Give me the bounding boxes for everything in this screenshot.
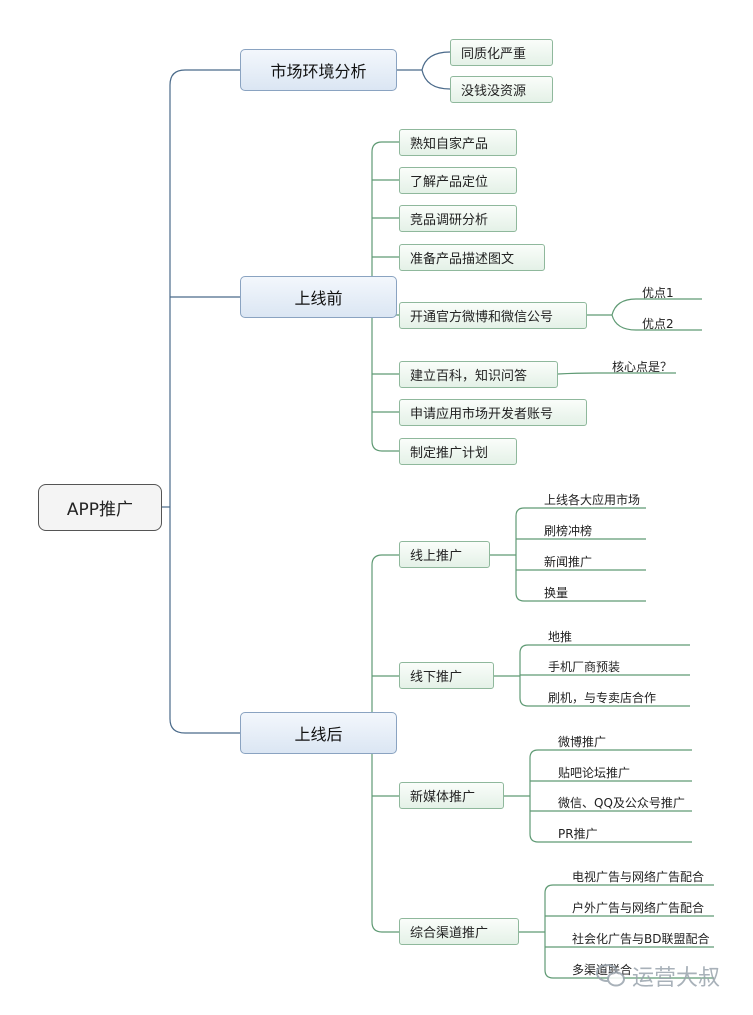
leaf-tieba-forum: 贴吧论坛推广 bbox=[558, 766, 631, 780]
topic-positioning: 了解产品定位 bbox=[399, 167, 517, 194]
pre-link bbox=[371, 141, 399, 153]
leaf-underline bbox=[544, 884, 714, 894]
leaf-pr: PR推广 bbox=[558, 827, 598, 841]
topic-new-media-promotion: 新媒体推广 bbox=[399, 782, 504, 809]
leaf-underline bbox=[529, 833, 692, 843]
root-node: APP推广 bbox=[38, 484, 162, 531]
branch-post-launch: 上线后 bbox=[240, 712, 397, 754]
pre-link bbox=[371, 440, 399, 452]
topic-homogeneity: 同质化严重 bbox=[450, 39, 553, 66]
note-advantage-2: 优点2 bbox=[642, 317, 674, 331]
post-link bbox=[371, 921, 399, 933]
leaf-ranking-boost: 刷榜冲榜 bbox=[544, 524, 593, 538]
branch-pre-launch: 上线前 bbox=[240, 276, 397, 318]
branch-market-analysis: 市场环境分析 bbox=[240, 49, 397, 91]
note-link-1 bbox=[611, 298, 702, 316]
topic-offline-promotion: 线下推广 bbox=[399, 662, 494, 689]
leaf-app-markets: 上线各大应用市场 bbox=[544, 493, 641, 507]
leaf-outdoor-web-ads: 户外广告与网络广告配合 bbox=[572, 901, 705, 915]
watermark: 运营大叔 bbox=[596, 960, 720, 992]
leaf-ground-promotion: 地推 bbox=[548, 630, 573, 644]
root-label: APP推广 bbox=[66, 500, 134, 520]
topic-official-accounts: 开通官方微博和微信公号 bbox=[399, 302, 587, 329]
post-link bbox=[371, 554, 399, 566]
trunk-market bbox=[169, 69, 240, 507]
leaf-weibo: 微博推广 bbox=[558, 735, 607, 749]
leaf-traffic-exchange: 换量 bbox=[544, 586, 569, 600]
topic-promotion-plan: 制定推广计划 bbox=[399, 438, 517, 465]
leaf-underline bbox=[515, 592, 646, 602]
topic-integrated-channels: 综合渠道推广 bbox=[399, 918, 519, 945]
leaf-tv-web-ads: 电视广告与网络广告配合 bbox=[572, 870, 705, 884]
note-link-core bbox=[557, 372, 676, 375]
topic-online-promotion: 线上推广 bbox=[399, 541, 490, 568]
topic-encyclopedia-qa: 建立百科，知识问答 bbox=[399, 361, 558, 388]
wechat-icon bbox=[596, 964, 625, 987]
topic-know-product: 熟知自家产品 bbox=[399, 129, 517, 156]
leaf-news-promotion: 新闻推广 bbox=[544, 555, 593, 569]
leaf-wechat-qq: 微信、QQ及公众号推广 bbox=[558, 796, 685, 810]
leaf-store-flashing: 刷机，与专卖店合作 bbox=[548, 691, 657, 705]
market-to-child-0 bbox=[421, 51, 451, 71]
leaf-underline bbox=[519, 644, 690, 654]
topic-no-resources: 没钱没资源 bbox=[450, 76, 553, 103]
leaf-underline bbox=[515, 507, 646, 517]
branch-label: 市场环境分析 bbox=[270, 62, 367, 81]
market-to-child-1 bbox=[421, 69, 451, 90]
topic-product-description: 准备产品描述图文 bbox=[399, 244, 545, 271]
note-link-2 bbox=[611, 314, 702, 331]
leaf-underline bbox=[529, 749, 692, 759]
note-advantage-1: 优点1 bbox=[642, 286, 674, 300]
leaf-preinstall: 手机厂商预装 bbox=[548, 660, 621, 674]
branch-label: 上线前 bbox=[294, 289, 343, 308]
trunk-post bbox=[169, 507, 240, 734]
topic-developer-account: 申请应用市场开发者账号 bbox=[399, 399, 587, 426]
leaf-underline bbox=[519, 697, 690, 707]
topic-competitor-research: 竞品调研分析 bbox=[399, 205, 517, 232]
note-core-point: 核心点是？ bbox=[612, 360, 673, 374]
leaf-underline bbox=[544, 969, 714, 979]
leaf-social-bd-ads: 社会化广告与BD联盟配合 bbox=[572, 932, 710, 946]
watermark-text: 运营大叔 bbox=[632, 966, 721, 991]
branch-label: 上线后 bbox=[294, 725, 343, 744]
